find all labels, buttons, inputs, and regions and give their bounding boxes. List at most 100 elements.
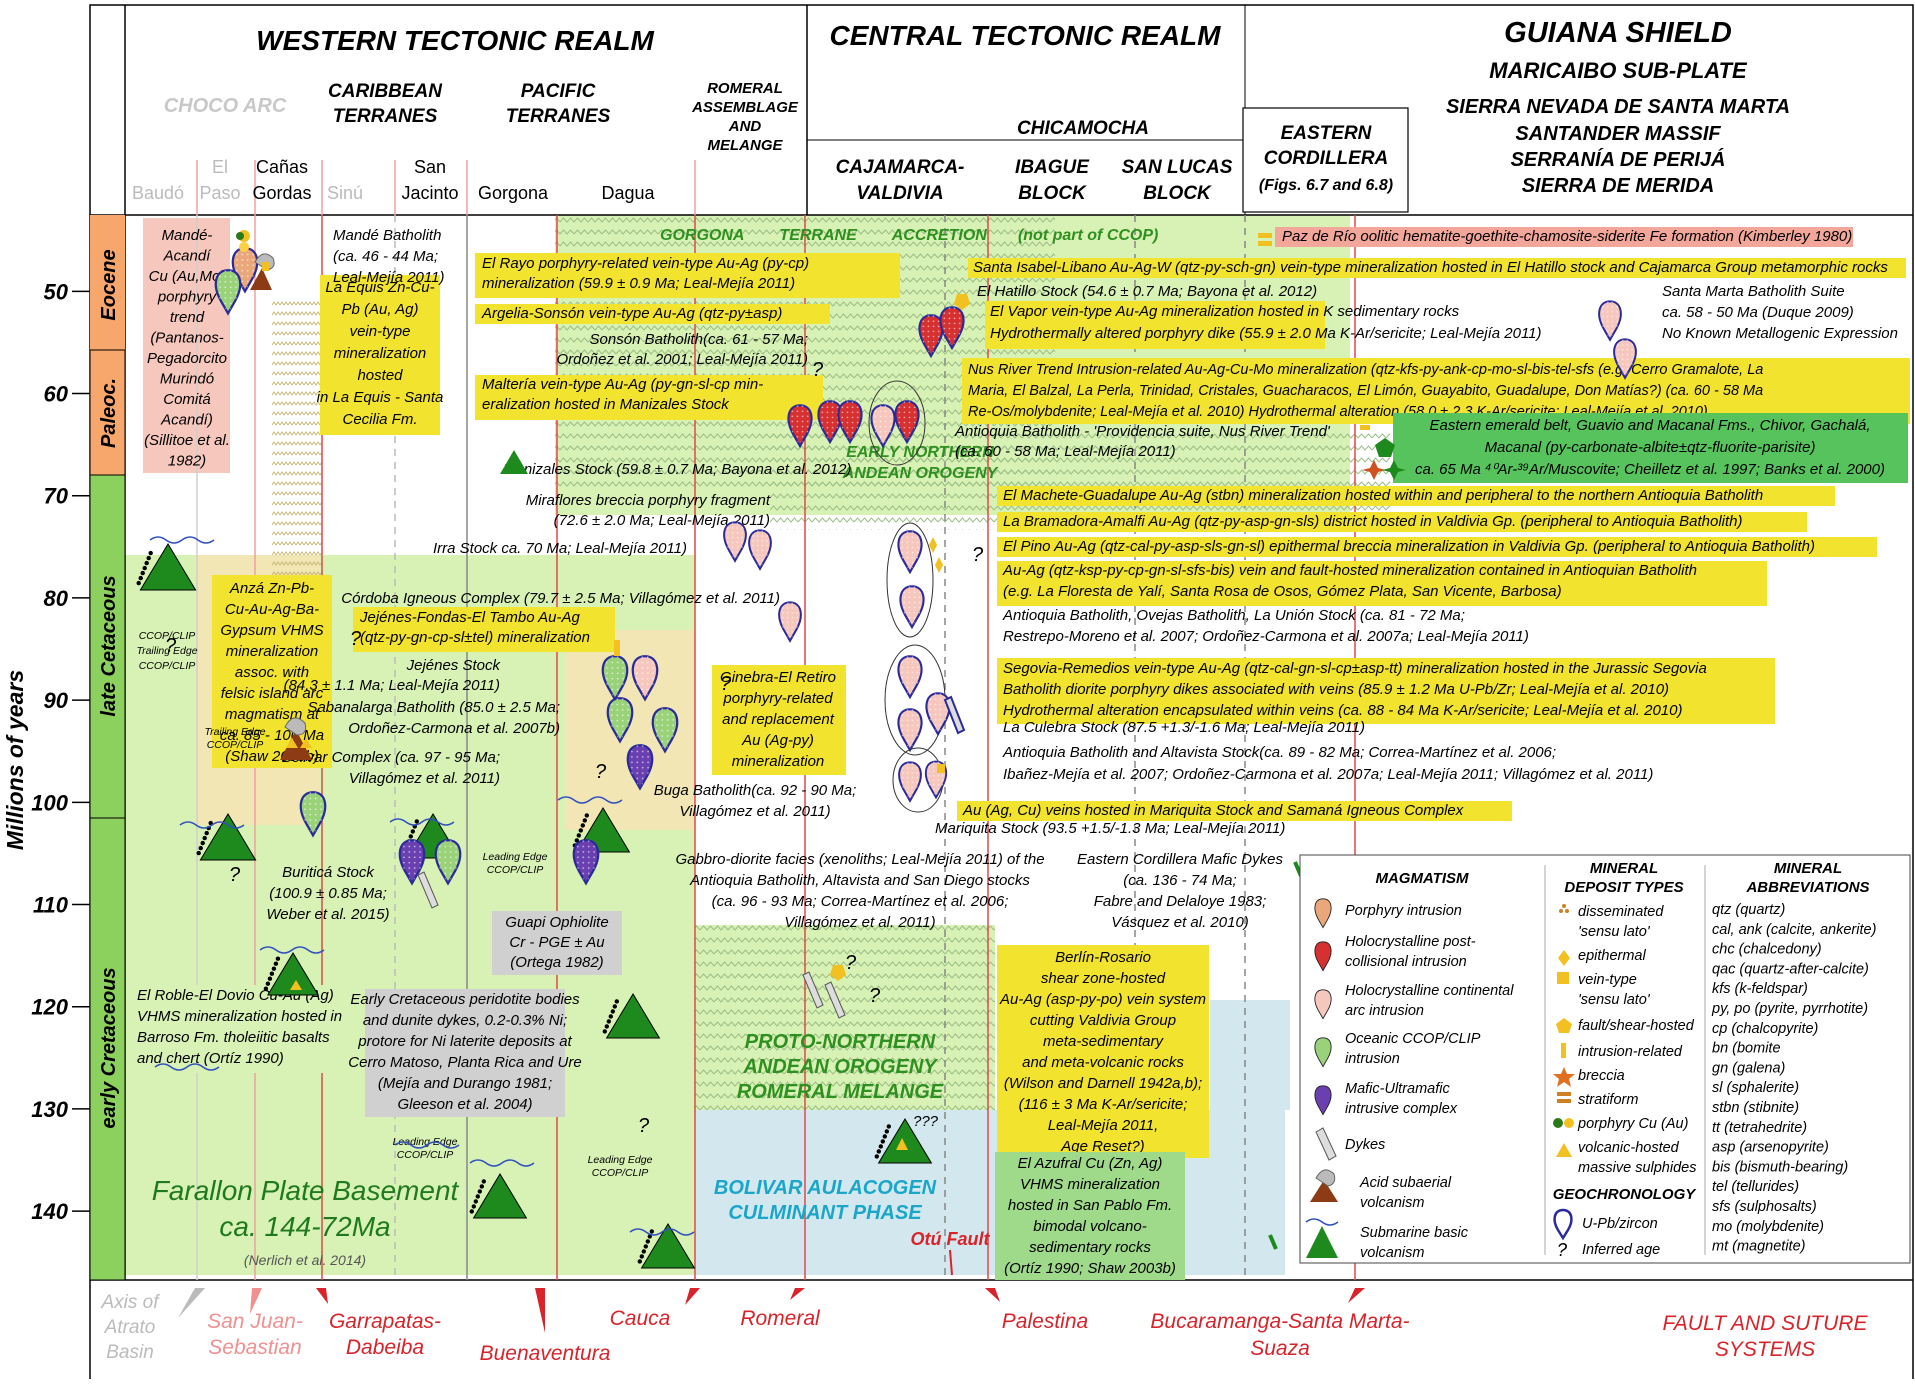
eastern-emerald-label: Eastern emerald belt, Guavio and Macanal… (1393, 413, 1908, 483)
la-equis-label-line-5: in La Equis - Santa (317, 389, 444, 406)
col-eastern-1: CORDILLERA (1264, 148, 1389, 169)
fault-bucaramanga-0: Bucaramanga-Santa Marta- (1150, 1310, 1409, 1333)
guapi-label-line-2: (Ortega 1982) (510, 954, 603, 971)
mande-acandi-label-line-8: Comitá (163, 391, 211, 408)
legend-deposit-title-1: DEPOSIT TYPES (1564, 879, 1683, 896)
sub-sinu: Sinú (327, 183, 363, 203)
inferred-age-mark-8: ? (638, 1115, 650, 1137)
malteria-label-line-0: Maltería vein-type Au-Ag (py-gn-sl-cp mi… (482, 376, 763, 393)
fault-atrato-1: Atrato (104, 1317, 156, 1338)
legend-inferred-sym: ? (1557, 1240, 1567, 1260)
sonson-leaf-2 (837, 400, 863, 445)
berlin-label-line-0: Berlín-Rosario (1055, 949, 1151, 966)
antioquia-ellipse (868, 380, 926, 466)
anza-label-line-3: mineralization (226, 643, 319, 660)
buga-leaf-3 (606, 697, 634, 744)
gabbro-label-line-0: Gabbro-diorite facies (xenoliths; Leal-M… (675, 851, 1044, 868)
tick-label-70: 70 (44, 484, 69, 509)
nus-label-line-1: Maria, El Balzal, La Perla, Trinidad, Cr… (968, 383, 1763, 399)
pino-label-box (997, 537, 1877, 557)
early-cret-perid-label-line-1: and dunite dykes, 0.2-0.3% Ni; (363, 1012, 567, 1029)
el-rayo-label-box (475, 253, 900, 298)
col-romeral-1: ASSEMBLAGE (691, 99, 799, 116)
sub-wave-4 (389, 818, 455, 826)
sub-baudo: Baudó (132, 183, 184, 203)
fault-systems-1: SYSTEMS (1715, 1338, 1815, 1361)
cordoba-label: Córdoba Igneous Complex (79.7 ± 2.5 Ma; … (341, 590, 780, 607)
berlin-label-line-1: shear zone-hosted (1041, 970, 1166, 987)
la-equis-label-line-2: vein-type (350, 323, 411, 340)
legend-diss-sym (1559, 909, 1563, 913)
band-otu: Otú Fault (911, 1229, 991, 1249)
tick-label-50: 50 (44, 279, 69, 304)
segovia-label-line-0: Segovia-Remedios vein-type Au-Ag (qtz-ca… (1003, 660, 1707, 677)
legend-deposit-6: intrusion-related (1578, 1044, 1683, 1060)
el-azufral-label-line-0: El Azufral Cu (Zn, Ag) (1018, 1155, 1163, 1172)
band-proto-2: ROMERAL MELANGE (737, 1081, 944, 1103)
fault-atrato-2: Basin (106, 1342, 154, 1363)
tick-label-100: 100 (31, 790, 68, 815)
bolivar-label: Bolivar Complex (ca. 97 - 95 Ma;Villagóm… (282, 749, 500, 787)
culebra-label-line-0: La Culebra Stock (87.5 +1.3/-1.6 Ma; Lea… (1003, 719, 1365, 736)
col-romeral-3: MELANGE (708, 137, 784, 154)
legend-wave-sym (1305, 1218, 1339, 1226)
mande-bath-label: Mandé Batholith(ca. 46 - 44 Ma;Leal-Mejí… (333, 227, 444, 286)
band-bolivar-1: CULMINANT PHASE (728, 1202, 922, 1224)
legend-magma-sym-2 (1314, 989, 1332, 1020)
el-vapor-label-box (985, 301, 1325, 349)
col-ibague-0: IBAGUE (1015, 157, 1090, 178)
el-rayo-label-line-1: mineralization (59.9 ± 0.9 Ma; Leal-Mejí… (482, 275, 795, 292)
berlin-label-line-3: cutting Valdivia Group (1030, 1012, 1176, 1029)
santa-marta-label-line-0: Santa Marta Batholith Suite (1662, 283, 1845, 300)
acid-volcanism-cloud (254, 253, 275, 271)
col-sanlucas-0: SAN LUCAS (1122, 157, 1233, 178)
au-veins-label-line-0: Au (Ag, Cu) veins hosted in Mariquita St… (962, 802, 1464, 819)
mande-acandi-label-line-5: (Pantanos- (150, 330, 223, 347)
band-proto-0: PROTO-NORTHERN (745, 1031, 936, 1053)
trailing1-label-line-0: CCOP/CLIP (139, 630, 196, 642)
au-veins-label: Au (Ag, Cu) veins hosted in Mariquita St… (957, 801, 1512, 821)
sub-wave-6 (469, 1159, 535, 1167)
miraflores-label: Miraflores breccia porphyry fragment(72.… (526, 492, 771, 529)
leading3-label-line-0: Leading Edge (588, 1154, 653, 1166)
period-label-paleocene: Paleoc. (98, 378, 120, 448)
symbols-layer (136, 230, 1637, 1269)
berlin-label-line-6: (Wilson and Darnell 1942a,b); (1004, 1075, 1202, 1092)
mande-ccop-leaf (214, 269, 242, 316)
miraflores-label-line-1: (72.6 ± 2.0 Ma; Leal-Mejía 2011) (554, 512, 770, 529)
submarine-volcanism-6 (602, 993, 661, 1039)
ovejas-leaf-2 (899, 585, 925, 630)
mande-acandi-label-line-9: Acandí) (160, 412, 213, 429)
anza-label-line-1: Cu-Au-Ag-Ba- (225, 601, 319, 618)
y-axis-label: Millions of years (2, 670, 28, 850)
la-equis-label: La Equis Zn-Cu-Pb (Au, Ag)vein-typeminer… (317, 275, 444, 435)
berlin-label-line-5: and meta-volcanic rocks (1022, 1054, 1184, 1071)
segovia-label-line-1: Batholith diorite porphyry dikes associa… (1003, 681, 1669, 698)
fault-atrato-0: Axis of (100, 1292, 160, 1313)
culebra-label: La Culebra Stock (87.5 +1.3/-1.6 Ma; Lea… (1003, 719, 1365, 736)
hatillo-label: El Hatillo Stock (54.6 ± 0.7 Ma; Bayona … (977, 283, 1317, 300)
buritica-label-line-0: Buriticá Stock (282, 864, 375, 881)
early-cret-perid-label-box (365, 989, 565, 1117)
legend-abbr-8: gn (galena) (1712, 1060, 1785, 1076)
mariquita-leaf-1 (898, 761, 922, 803)
legend-magma-sym-0 (1314, 898, 1332, 929)
realm-western: WESTERN TECTONIC REALM (256, 25, 654, 56)
auag-label: Au-Ag (qtz-ksp-py-cp-gn-sl-sfs-bis) vein… (997, 561, 1767, 606)
fault-garrapatas-0: Garrapatas- (329, 1310, 441, 1333)
legend-deposit-11: massive sulphides (1578, 1160, 1696, 1176)
legend-abbr-15: sfs (sulphosalts) (1712, 1199, 1817, 1215)
buga-mafic (626, 744, 654, 791)
el-vapor-label: El Vapor vein-type Au-Ag mineralization … (985, 301, 1542, 349)
tick-label-140: 140 (31, 1199, 68, 1224)
legend-fault-sym (1556, 1018, 1572, 1033)
acid-volcanism-cloud-2 (284, 717, 307, 736)
segovia-leaf-3 (925, 692, 951, 737)
inferred-age-mark-4: ? (595, 761, 607, 783)
col-cajamarca-0: CAJAMARCA- (836, 157, 965, 178)
legend-deposit-4: 'sensu lato' (1578, 992, 1651, 1008)
